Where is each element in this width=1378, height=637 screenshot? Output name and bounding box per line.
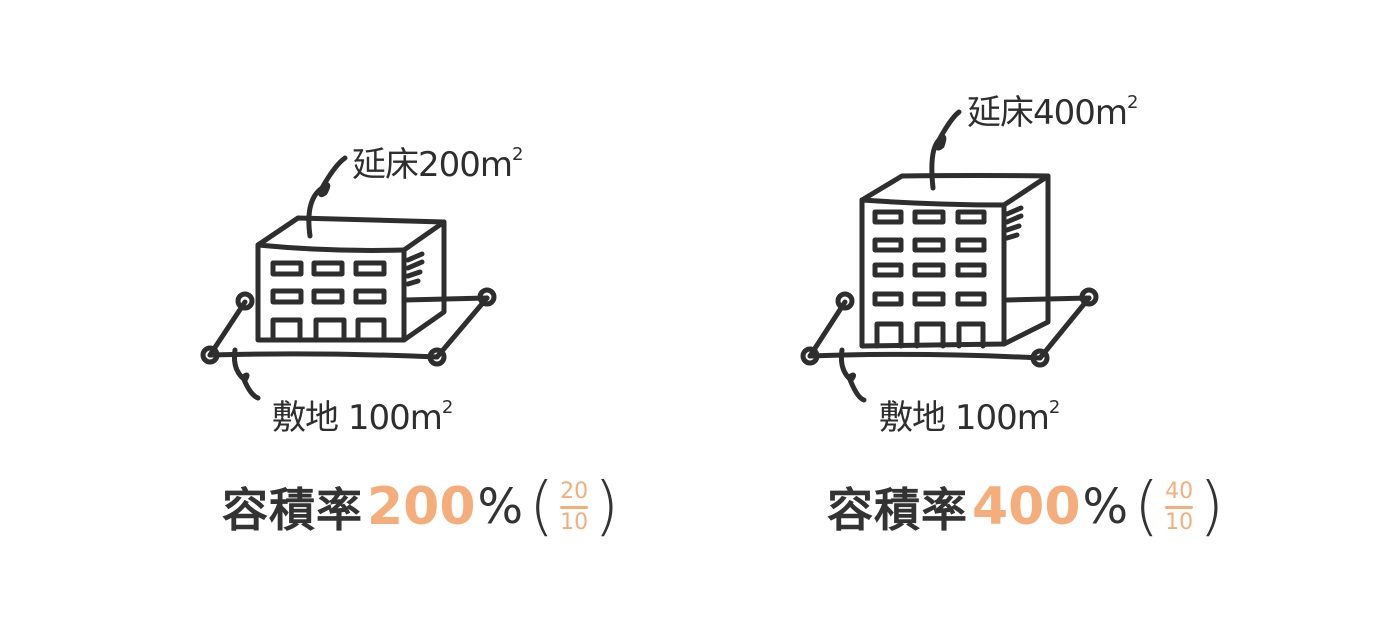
ratio-label: 容積率 <box>827 483 968 537</box>
site-area-leader-line <box>838 347 867 403</box>
open-paren: ( <box>1134 470 1160 544</box>
floor-area-ratio: 容積率 200 % ( 20 10 ) <box>222 470 625 544</box>
building-body <box>255 215 447 343</box>
building-3-floor-illustration <box>200 155 497 401</box>
fraction-bar <box>1165 505 1194 509</box>
ratio-value: 400 <box>972 477 1081 537</box>
site-plot-outline <box>800 287 1099 368</box>
site-corner-marker <box>477 287 497 307</box>
building-5-floor-illustration <box>800 109 1099 403</box>
panel-200-percent: 延床200m2 敷地 100m2 容積率 200 % ( 20 10 ) <box>200 143 625 544</box>
open-paren: ( <box>529 470 555 544</box>
site-plot-outline <box>200 287 497 367</box>
ratio-label: 容積率 <box>222 483 363 537</box>
floor-area-leader-line <box>929 109 962 191</box>
floor-area-leader-line <box>306 155 348 239</box>
percent-sign: % <box>1082 479 1129 535</box>
site-corner-marker <box>427 347 447 367</box>
ratio-fraction: 40 10 <box>1165 478 1194 535</box>
site-corner-marker <box>235 291 255 311</box>
fraction-denominator: 10 <box>560 509 589 535</box>
floor-area-label: 延床400m2 <box>967 91 1139 133</box>
fraction-numerator: 40 <box>1165 478 1194 504</box>
close-paren: ) <box>1199 470 1225 544</box>
site-corner-marker <box>1030 348 1050 368</box>
fraction-numerator: 20 <box>560 478 589 504</box>
percent-sign: % <box>477 479 524 535</box>
site-corner-marker <box>800 346 820 366</box>
site-area-label: 敷地 100m2 <box>879 396 1060 438</box>
ratio-value: 200 <box>367 477 476 537</box>
site-area-leader-line <box>232 347 261 401</box>
panel-400-percent: 延床400m2 敷地 100m2 容積率 400 % ( 40 10 ) <box>689 0 1378 637</box>
fraction-denominator: 10 <box>1165 509 1194 535</box>
site-area-label: 敷地 100m2 <box>272 396 453 438</box>
floor-area-label: 延床200m2 <box>352 143 524 185</box>
site-corner-marker <box>1079 287 1099 307</box>
floor-area-ratio: 容積率 400 % ( 40 10 ) <box>827 470 1230 544</box>
ratio-fraction: 20 10 <box>560 478 589 535</box>
fraction-bar <box>560 505 589 509</box>
site-corner-marker <box>835 291 855 311</box>
close-paren: ) <box>594 470 620 544</box>
building-body <box>859 173 1051 349</box>
site-corner-marker <box>200 345 220 365</box>
